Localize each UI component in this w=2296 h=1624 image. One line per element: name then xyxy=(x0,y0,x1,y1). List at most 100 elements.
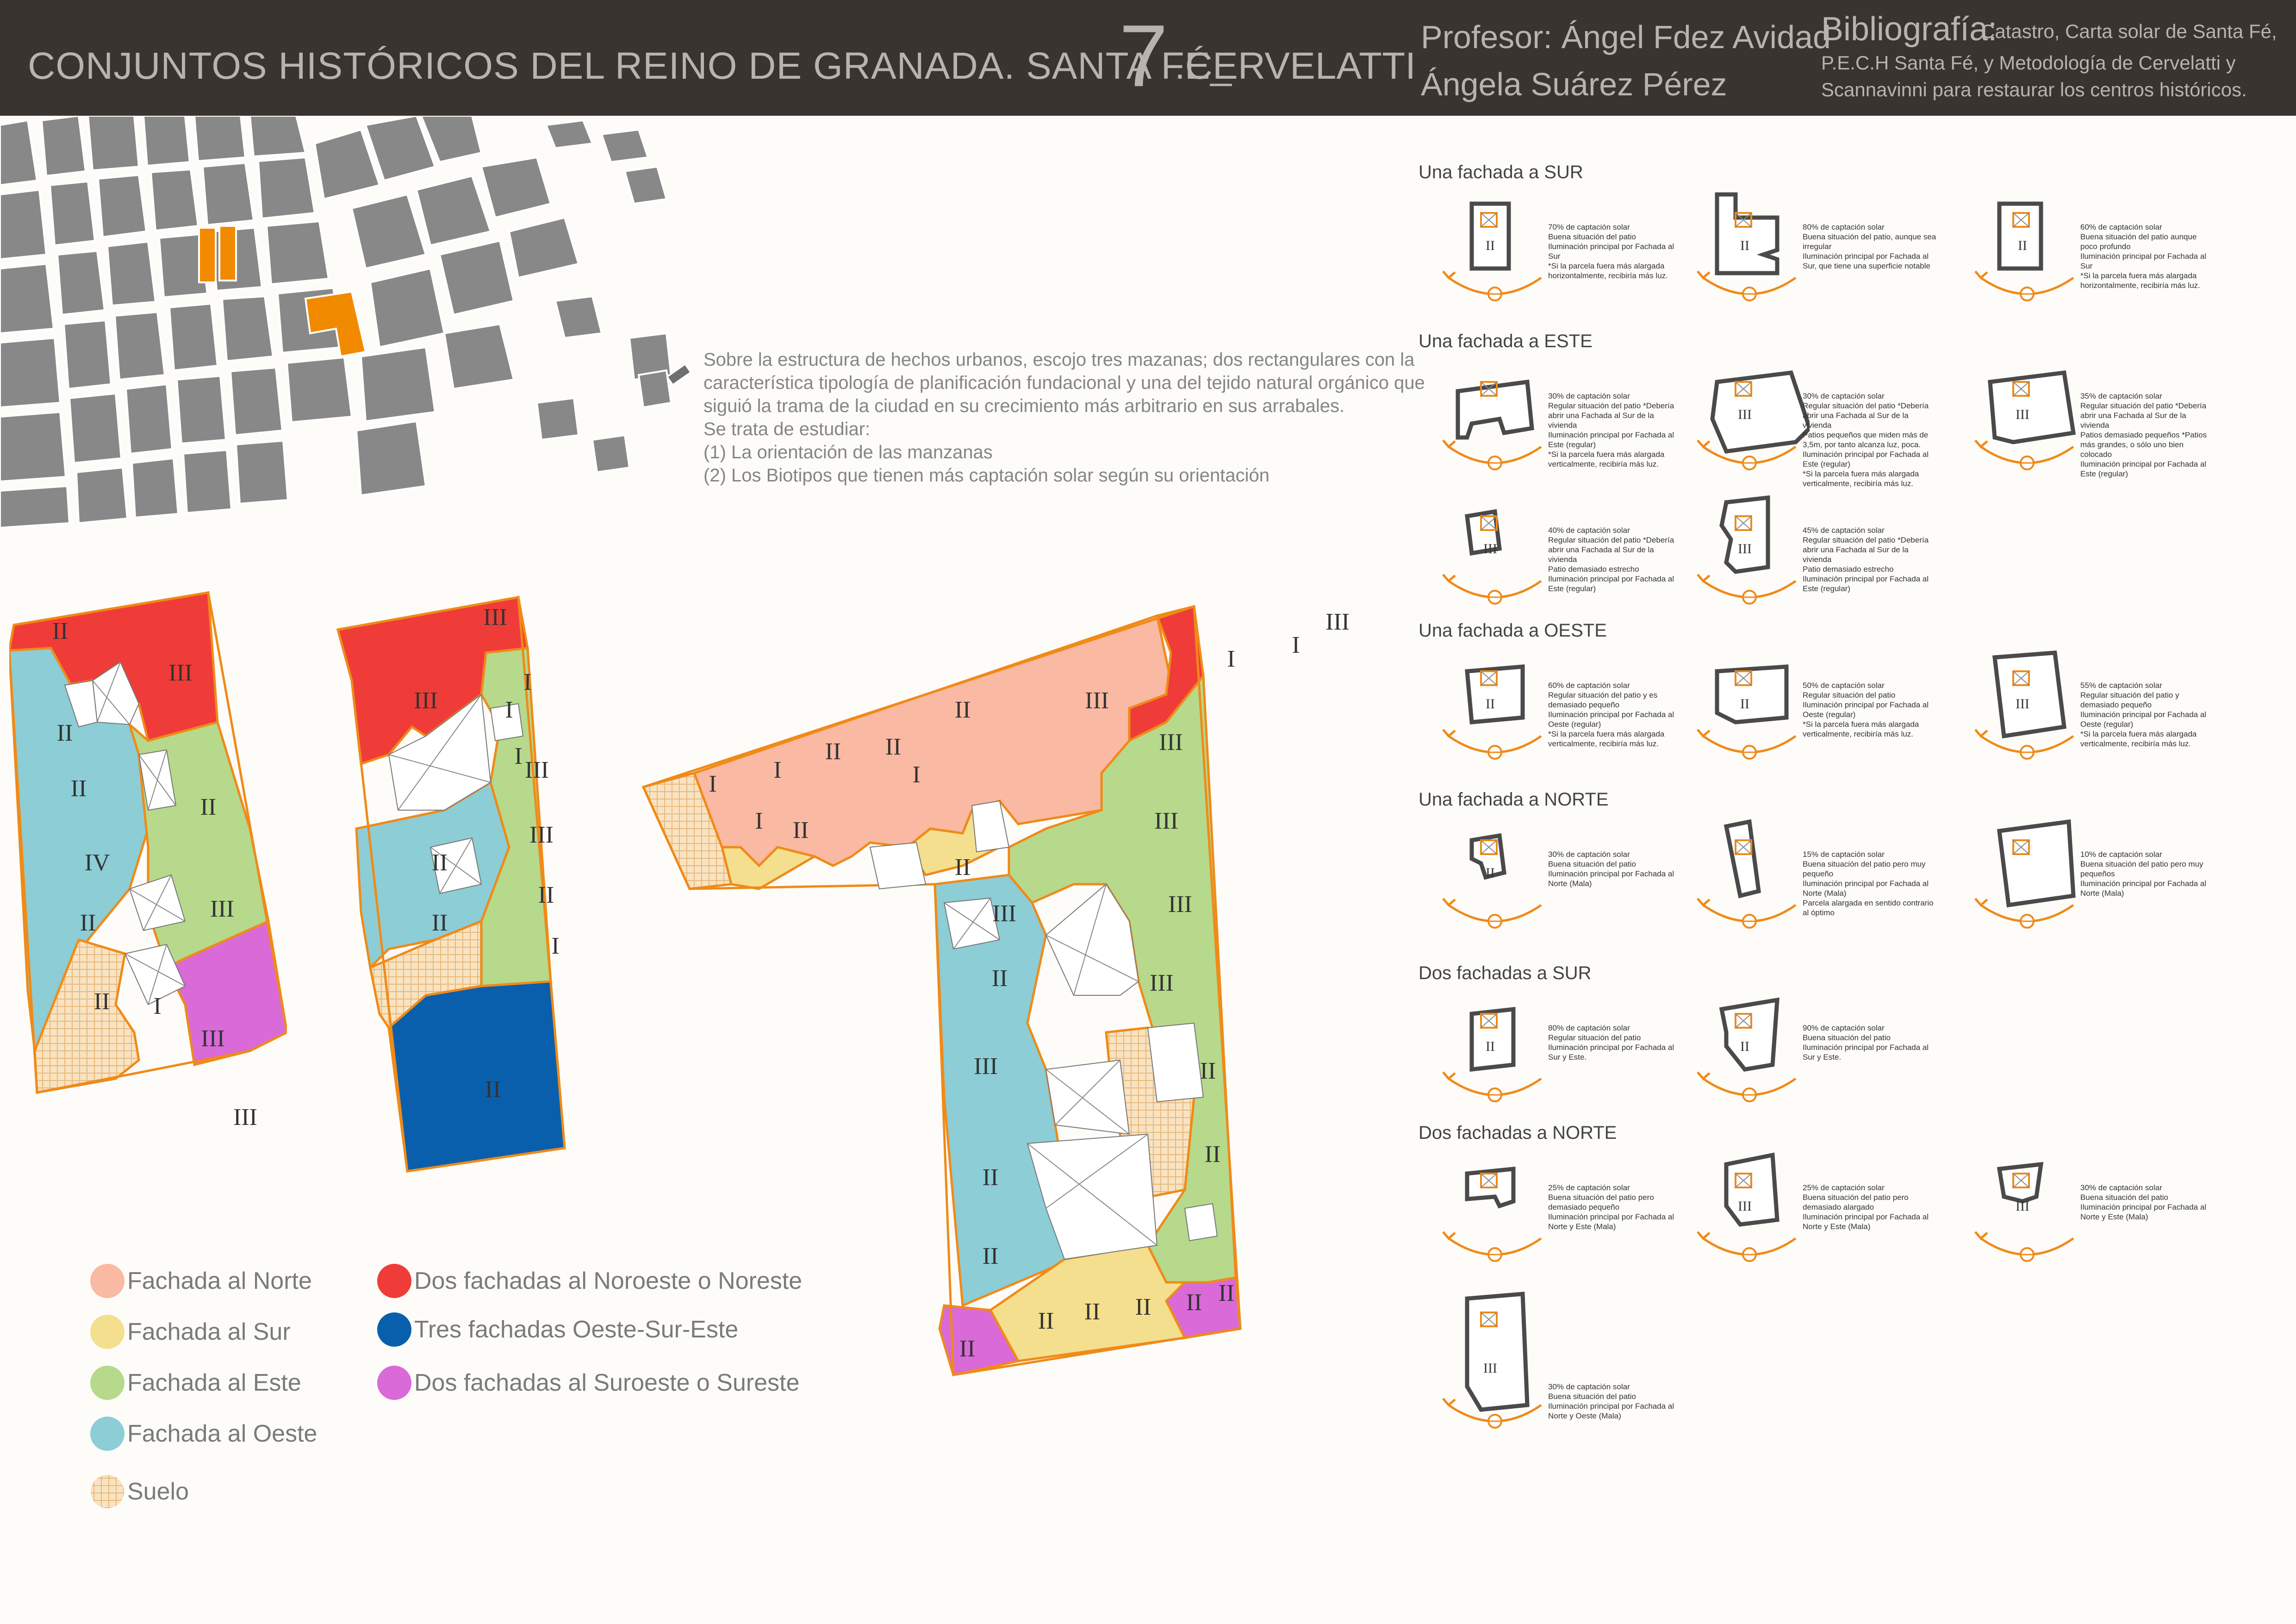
block-a-label-2: III xyxy=(168,660,193,686)
biotype-numeral: III xyxy=(1483,541,1497,556)
block-b-label-11: I xyxy=(523,669,531,695)
biotype-note-line: 55% de captación solar xyxy=(2080,681,2162,690)
block-c-label-5: I xyxy=(912,762,920,788)
biotype-patio-cross xyxy=(2013,671,2029,686)
block-a-label-5: II xyxy=(71,775,87,802)
biotype-patio xyxy=(1480,1173,1498,1188)
section-title: Dos fachadas a NORTE xyxy=(1419,1123,1617,1143)
legend-item-north: Fachada al Norte xyxy=(90,1264,312,1298)
biotype-note-line: 60% de captación solar xyxy=(2080,223,2162,231)
block-b-label-4: II xyxy=(432,849,448,876)
block-a-label-11: III xyxy=(201,1025,225,1052)
biotype-diagram: II xyxy=(1697,192,1797,301)
bibliography-line-1: Catastro, Carta solar de Santa Fé, xyxy=(1981,20,2277,42)
block-a-label-3: II xyxy=(57,720,73,746)
sun-path-arrowhead xyxy=(1442,439,1456,449)
biotype-note-line: Patios demasiado pequeños *Patios más gr… xyxy=(2080,431,2207,459)
biotype-patio xyxy=(1735,381,1752,397)
biotype-note-line: Iluminación principal por Fachada al Sur… xyxy=(1803,252,1930,270)
block-c-label-26: II xyxy=(1084,1299,1101,1325)
biotype-note-line: Iluminación principal por Fachada al Nor… xyxy=(1548,869,1674,888)
block-c-label-9: I xyxy=(1292,632,1300,658)
biotype-diagram xyxy=(1974,819,2076,929)
biotype-note-line: 90% de captación solar xyxy=(1803,1024,1885,1032)
biotype-patio xyxy=(2012,212,2030,228)
sun-path-arrowhead xyxy=(1974,270,1988,280)
block-b-label-8: II xyxy=(432,910,448,936)
block-c-label-6: II xyxy=(955,697,971,723)
block-c-label-28: II xyxy=(1186,1289,1202,1316)
biotype-numeral: II xyxy=(1740,238,1749,253)
block-a-label-8: II xyxy=(80,910,96,936)
page-title: CONJUNTOS HISTÓRICOS DEL REINO DE GRANAD… xyxy=(28,45,1232,87)
biotype-diagram: III xyxy=(1697,495,1797,605)
biotype-note-line: Patio demasiado estrecho xyxy=(1803,565,1894,574)
biotype-patio-cross xyxy=(1735,671,1752,686)
block-c-label-17: III xyxy=(992,900,1016,927)
biotype-patio-cross xyxy=(1735,212,1752,227)
biotype-note-line: *Si la parcela fuera más alargada vertic… xyxy=(1548,450,1665,468)
biotype-patio-cross xyxy=(1481,1173,1497,1188)
biotype-note-line: Buena situación del patio xyxy=(1548,860,1636,868)
biotype-note-line: Patio demasiado estrecho xyxy=(1548,565,1639,574)
biotype-patio xyxy=(2012,670,2030,686)
biotype-note-line: Regular situación del patio xyxy=(1548,1033,1641,1042)
biotype-patio xyxy=(1480,212,1498,228)
block-c-label-19: II xyxy=(992,965,1008,992)
block-c-south-top xyxy=(720,846,834,890)
biotype-diagram xyxy=(1697,819,1797,929)
biotype-patio xyxy=(1480,1312,1498,1327)
biotype-numeral: III xyxy=(2016,407,2029,422)
biotype-note-line: Buena situación del patio xyxy=(1548,1392,1636,1401)
biotype-note-line: *Si la parcela fuera más alargada vertic… xyxy=(1803,469,1919,488)
biotype-note-line: Regular situación del patio *Debería abr… xyxy=(1548,536,1674,564)
sun-path-arrowhead xyxy=(1974,729,1988,738)
biotype-plot-outline xyxy=(1715,664,1789,725)
legend-item-south: Fachada al Sur xyxy=(90,1315,291,1349)
sun-path-arrowhead xyxy=(1974,1231,1988,1240)
sun-path-arrowhead xyxy=(1442,270,1456,280)
block-a-outline xyxy=(9,591,287,1094)
biotype-note-line: Iluminación principal por Fachada al Oes… xyxy=(1548,710,1674,729)
header-bar: CONJUNTOS HISTÓRICOS DEL REINO DE GRANAD… xyxy=(0,0,2296,116)
biotype-diagram: III xyxy=(1442,1292,1542,1429)
block-a-label-6: IV xyxy=(85,849,110,876)
block-c-label-21: III xyxy=(974,1053,998,1080)
legend-item-sw-se: Dos fachadas al Suroeste o Sureste xyxy=(377,1366,799,1400)
biotype-patio xyxy=(2012,839,2030,855)
block-c-label-1: I xyxy=(709,771,716,797)
biotype-patio-cross xyxy=(2013,212,2029,227)
biotype-note-line: Iluminación principal por Fachada al Nor… xyxy=(1803,1212,1929,1231)
legend-swatch-west xyxy=(90,1417,124,1451)
biotype-note-line: Buena situación del patio xyxy=(1548,232,1636,241)
biotype-diagram: III xyxy=(1974,650,2074,760)
biotype-note-line: Buena situación del patio xyxy=(1803,1033,1891,1042)
biotype-diagram: II xyxy=(1697,664,1797,760)
block-b-label-7: I xyxy=(514,743,522,769)
block-c-label-16: II xyxy=(955,854,971,881)
biotype-numeral: II xyxy=(1486,238,1495,253)
block-c-label-4: II xyxy=(885,734,902,760)
sun-path-arrowhead xyxy=(1697,270,1711,280)
block-c-label-8: I xyxy=(1227,646,1235,672)
block-b-label-9: II xyxy=(538,882,554,908)
biotype-patio-cross xyxy=(1735,840,1752,855)
block-c-label-15: III xyxy=(1168,891,1192,918)
biotype-note-line: Regular situación del patio y demasiado … xyxy=(2080,691,2179,709)
biotype-diagram xyxy=(1442,379,1542,470)
biotype-patio-cross xyxy=(2013,840,2029,855)
biotype-plot-outline xyxy=(1719,997,1780,1072)
biotype-note-line: Iluminación principal por Fachada al Sur xyxy=(2080,252,2207,270)
biotype-note-line: Regular situación del patio *Debería abr… xyxy=(1548,401,1674,430)
biotype-note-line: 30% de captación solar xyxy=(2080,1183,2162,1192)
bibliography-label: Bibliografía: xyxy=(1821,11,1997,48)
biotype-note-line: Buena situación del patio xyxy=(2080,1193,2168,1202)
biotype-patio xyxy=(1735,1173,1752,1188)
biotype-diagram: III xyxy=(1974,1162,2074,1262)
biotype-plot-outline xyxy=(1724,819,1761,899)
